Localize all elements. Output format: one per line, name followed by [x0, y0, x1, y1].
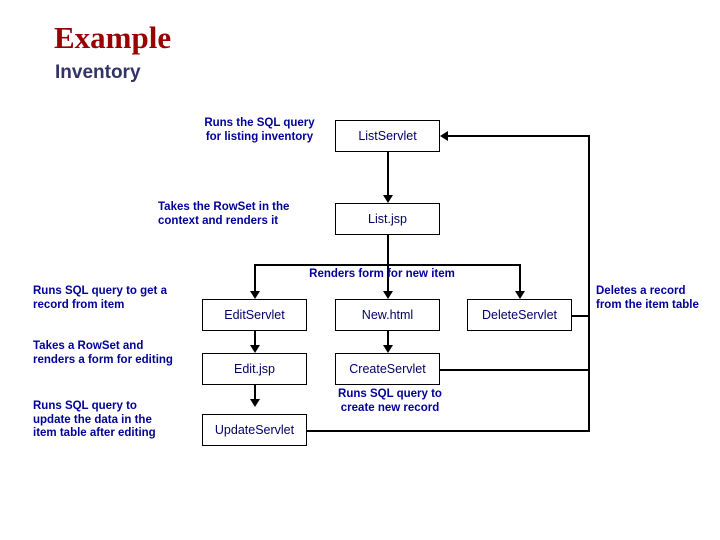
node-delete-servlet[interactable]: DeleteServlet	[467, 299, 572, 331]
node-create-servlet[interactable]: CreateServlet	[335, 353, 440, 385]
node-label: New.html	[361, 308, 414, 322]
note-list-jsp: Takes the RowSet in the context and rend…	[158, 201, 323, 228]
connector-return-to-listservlet	[448, 135, 590, 137]
note-line: Runs SQL query to	[33, 400, 137, 412]
connector-updateservlet-to-spine	[307, 430, 590, 432]
node-label: Edit.jsp	[234, 362, 275, 376]
connector-editservlet-to-editjsp	[254, 331, 256, 345]
arrowhead-listservlet	[440, 131, 448, 141]
arrowhead-createservlet	[383, 345, 393, 353]
connector-return-spine	[588, 135, 590, 431]
connector-editjsp-to-updateservlet	[254, 385, 256, 399]
note-line: record from item	[33, 298, 125, 311]
note-update-servlet: Runs SQL query to update the data in the…	[33, 400, 203, 441]
note-line: context and renders it	[158, 214, 279, 227]
note-line: Takes the RowSet in the	[158, 201, 290, 213]
arrowhead-editservlet	[250, 291, 260, 299]
note-create-servlet: Runs SQL query to create new record	[320, 388, 460, 415]
node-update-servlet[interactable]: UpdateServlet	[202, 414, 307, 446]
connector-listjsp-to-bus	[387, 235, 389, 265]
node-label: ListServlet	[358, 129, 417, 143]
note-line: item table after editing	[33, 427, 156, 439]
node-label: DeleteServlet	[481, 308, 558, 322]
note-renders-form: Renders form for new item	[282, 268, 482, 282]
arrowhead-deleteservlet	[515, 291, 525, 299]
node-list-servlet[interactable]: ListServlet	[335, 120, 440, 152]
note-line: from the item table	[596, 298, 699, 311]
connector-bus-to-deleteservlet	[519, 264, 521, 291]
note-list-servlet: Runs the SQL query for listing inventory	[188, 117, 331, 144]
note-edit-servlet: Runs SQL query to get a record from item	[33, 285, 208, 312]
node-edit-servlet[interactable]: EditServlet	[202, 299, 307, 331]
connector-newhtml-to-createservlet	[387, 331, 389, 345]
node-label: UpdateServlet	[214, 423, 295, 437]
node-edit-jsp[interactable]: Edit.jsp	[202, 353, 307, 385]
node-list-jsp[interactable]: List.jsp	[335, 203, 440, 235]
note-line: renders a form for editing	[33, 353, 173, 366]
node-label: CreateServlet	[349, 362, 426, 376]
note-delete-servlet: Deletes a record from the item table	[596, 285, 716, 312]
arrowhead-editjsp	[250, 345, 260, 353]
node-new-html[interactable]: New.html	[335, 299, 440, 331]
connector-createservlet-to-spine	[440, 369, 590, 371]
node-label: List.jsp	[368, 212, 407, 226]
node-label: EditServlet	[224, 308, 285, 322]
connector-bus-to-newhtml	[387, 264, 389, 291]
note-line: Renders form for new item	[309, 268, 455, 280]
note-line: Runs the SQL query	[204, 117, 315, 129]
arrowhead-updateservlet	[250, 399, 260, 407]
note-line: Takes a RowSet and	[33, 340, 144, 352]
page-subtitle: Inventory	[55, 62, 141, 83]
note-line: update the data in the	[33, 413, 152, 426]
note-edit-jsp: Takes a RowSet and renders a form for ed…	[33, 340, 208, 367]
note-line: create new record	[340, 401, 440, 414]
arrowhead-newhtml	[383, 291, 393, 299]
arrowhead-listjsp	[383, 195, 393, 203]
connector-listservlet-to-listjsp	[387, 152, 389, 195]
note-line: Runs SQL query to	[338, 388, 442, 400]
note-line: Deletes a record	[596, 285, 686, 297]
note-line: for listing inventory	[205, 130, 314, 143]
note-line: Runs SQL query to get a	[33, 285, 167, 297]
page-title: Example	[54, 20, 172, 55]
connector-bus-to-editservlet	[254, 264, 256, 291]
connector-deleteservlet-to-spine	[572, 315, 590, 317]
